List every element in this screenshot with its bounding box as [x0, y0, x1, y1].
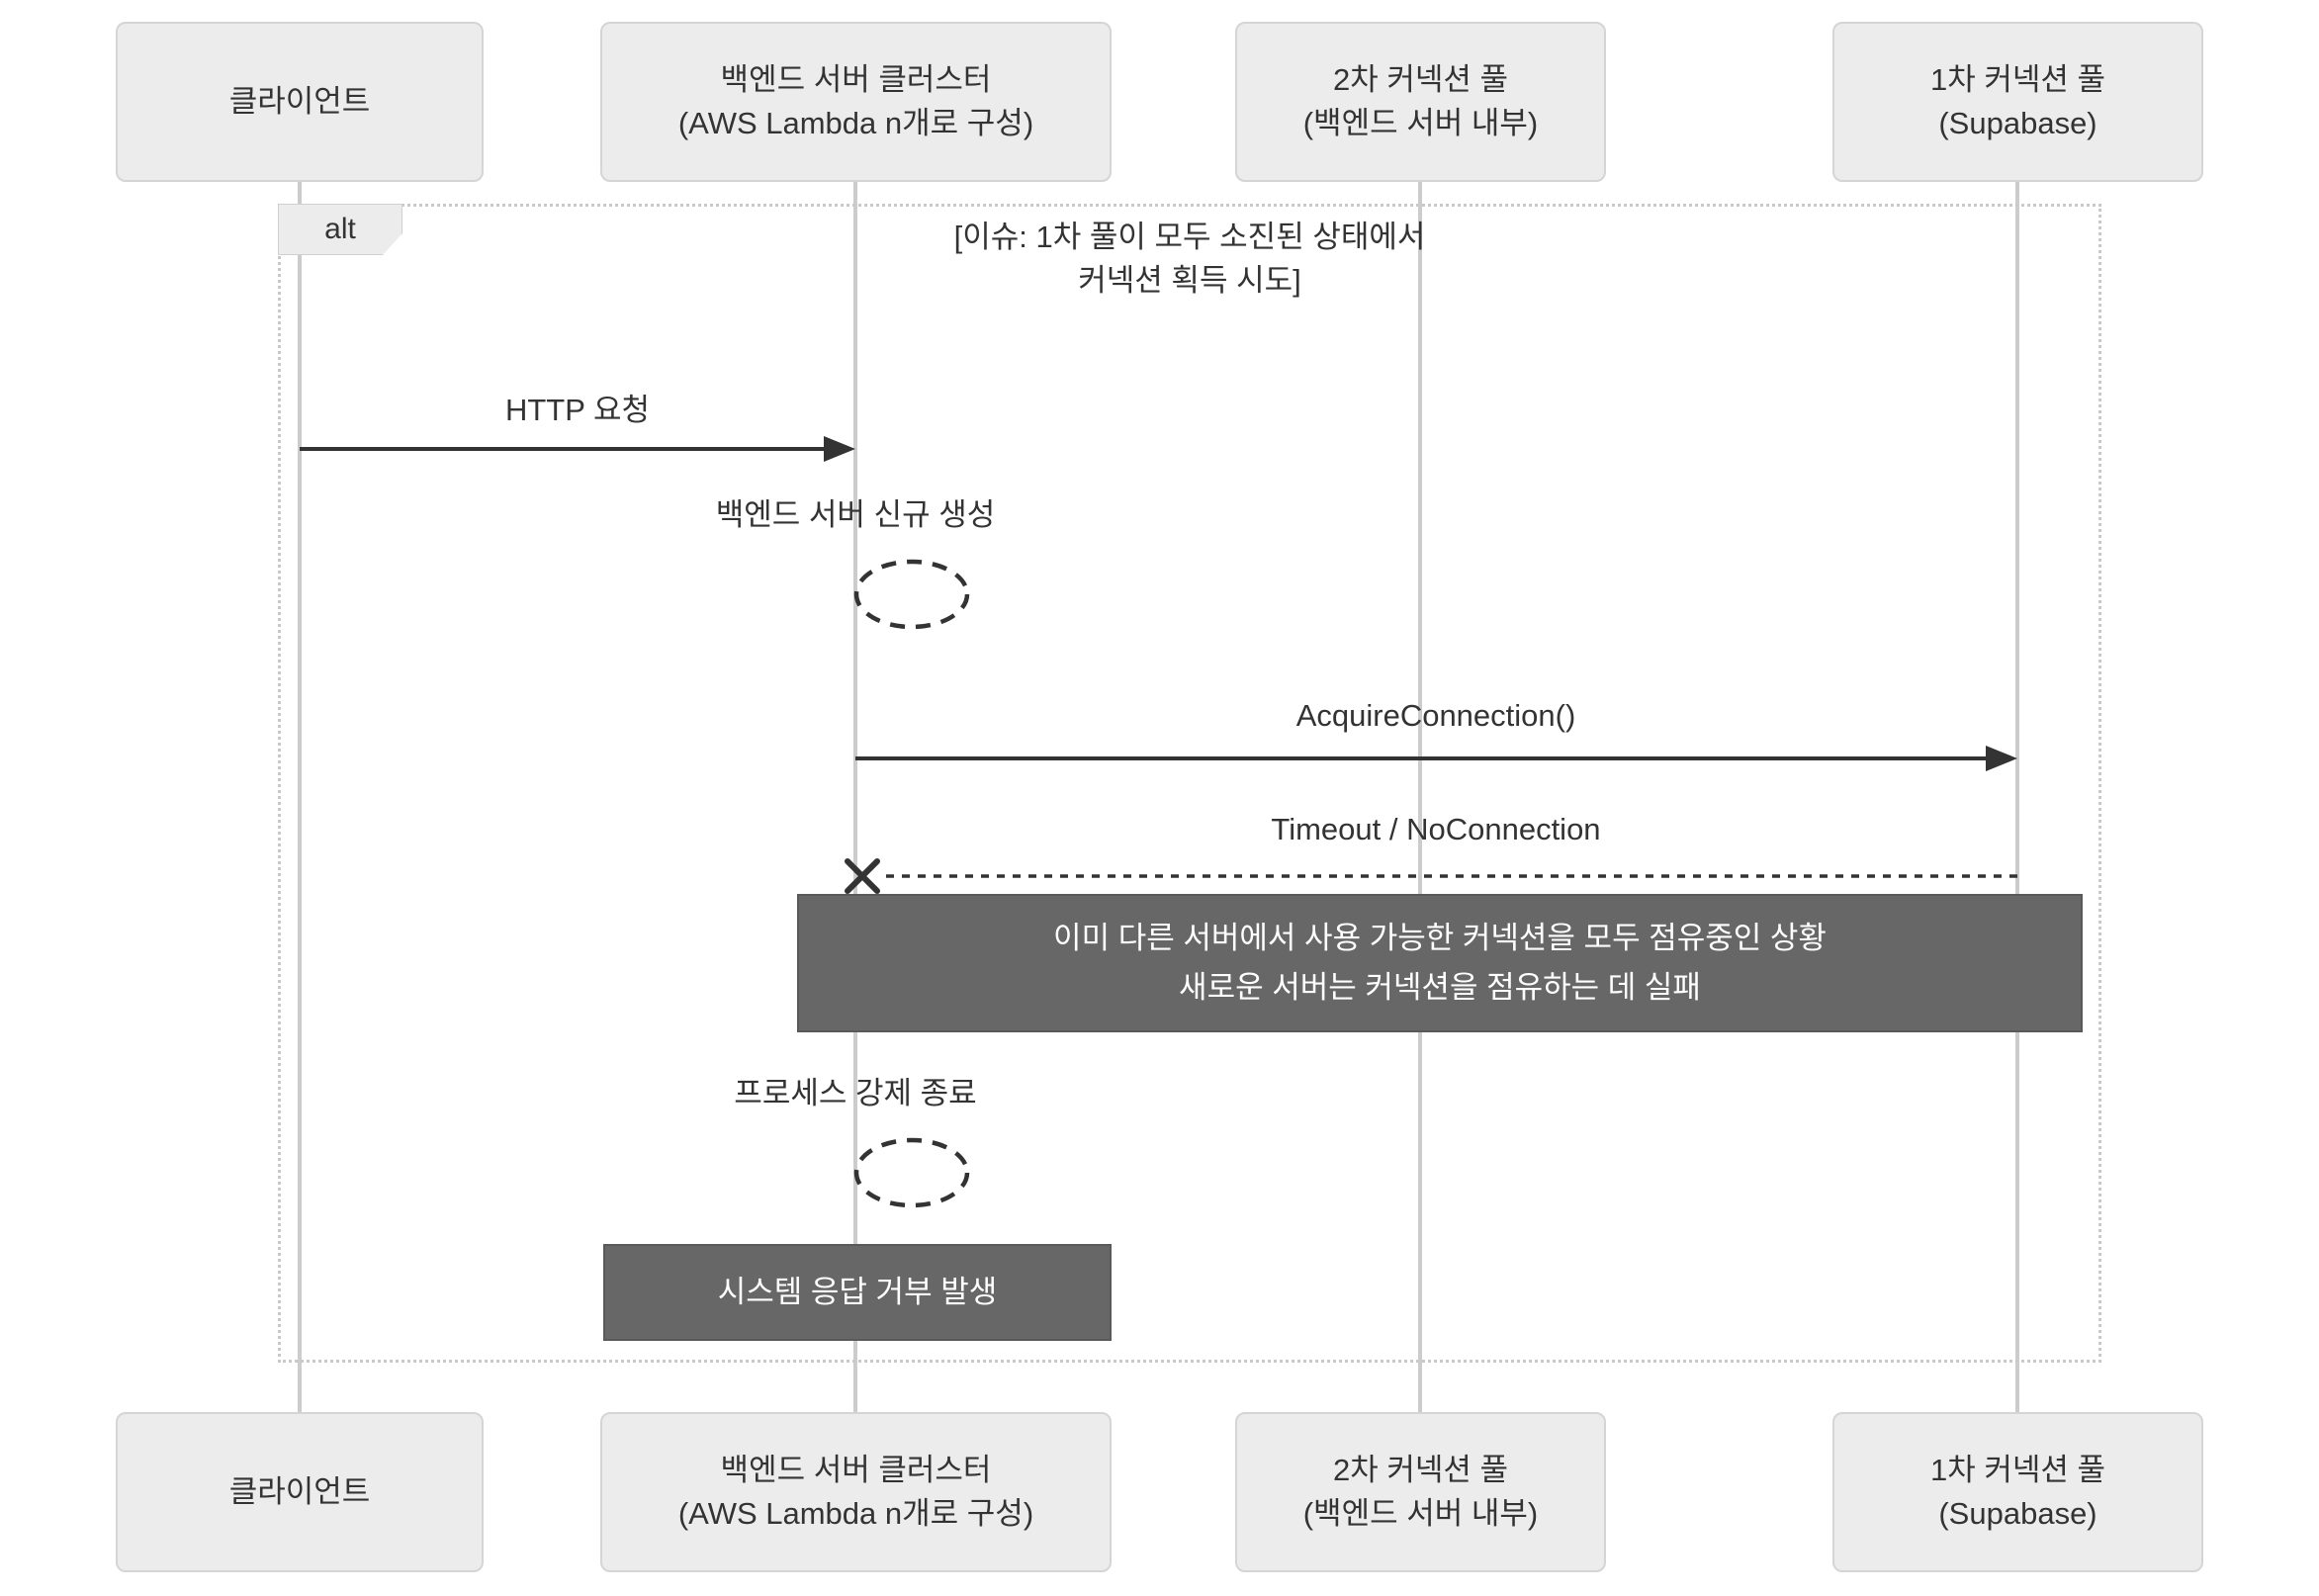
- server-spawn-self-loop: [853, 559, 970, 630]
- process-kill-label: 프로세스 강제 종료: [734, 1076, 977, 1110]
- note-system-refusal-text: 시스템 응답 거부 발생: [717, 1275, 998, 1309]
- alt-condition-line-1: [이슈: 1차 풀이 모두 소진된 상태에서: [953, 220, 1426, 254]
- participant-backend-cluster-sub: (AWS Lambda n개로 구성): [677, 1496, 1034, 1531]
- participant-backend-cluster-top: 백엔드 서버 클러스터 (AWS Lambda n개로 구성): [600, 22, 1112, 182]
- alt-frame-label-text: alt: [324, 213, 356, 245]
- participant-secondary-pool-top: 2차 커넥션 풀 (백엔드 서버 내부): [1235, 22, 1606, 182]
- http-request-label: HTTP 요청: [504, 393, 651, 427]
- participant-primary-pool-top: 1차 커넥션 풀 (Supabase): [1832, 22, 2203, 182]
- participant-primary-pool-sub: (Supabase): [1938, 106, 2097, 140]
- participant-primary-pool-bottom: 1차 커넥션 풀 (Supabase): [1832, 1412, 2203, 1572]
- participant-client-name: 클라이언트: [228, 84, 371, 119]
- process-kill-self-loop: [853, 1137, 970, 1208]
- participant-secondary-pool-name: 2차 커넥션 풀: [1332, 1453, 1509, 1487]
- alt-condition: [이슈: 1차 풀이 모두 소진된 상태에서 커넥션 획득 시도]: [278, 216, 2101, 303]
- note-connections-occupied-line-2: 새로운 서버는 커넥션을 점유하는 데 실패: [1179, 970, 1701, 1005]
- participant-secondary-pool-bottom: 2차 커넥션 풀 (백엔드 서버 내부): [1235, 1412, 1606, 1572]
- participant-primary-pool-name: 1차 커넥션 풀: [1929, 1453, 2106, 1487]
- participant-client-top: 클라이언트: [116, 22, 484, 182]
- participant-client-bottom: 클라이언트: [116, 1412, 484, 1572]
- participant-backend-cluster-sub: (AWS Lambda n개로 구성): [677, 106, 1034, 140]
- participant-secondary-pool-sub: (백엔드 서버 내부): [1302, 106, 1539, 140]
- http-request-arrowhead: [824, 436, 855, 462]
- note-connections-occupied: 이미 다른 서버에서 사용 가능한 커넥션을 모두 점유중인 상황 새로운 서버…: [797, 894, 2083, 1032]
- participant-primary-pool-name: 1차 커넥션 풀: [1929, 62, 2106, 97]
- timeout-label: Timeout / NoConnection: [1271, 812, 1601, 846]
- participant-primary-pool-sub: (Supabase): [1938, 1496, 2097, 1531]
- participant-secondary-pool-sub: (백엔드 서버 내부): [1302, 1496, 1539, 1531]
- participant-client-name: 클라이언트: [228, 1474, 371, 1509]
- participant-backend-cluster-name: 백엔드 서버 클러스터: [720, 62, 992, 97]
- server-spawn-label: 백엔드 서버 신규 생성: [715, 497, 996, 532]
- acquire-connection-label: AcquireConnection(): [1295, 698, 1576, 733]
- note-connections-occupied-line-1: 이미 다른 서버에서 사용 가능한 커넥션을 모두 점유중인 상황: [1053, 921, 1827, 955]
- note-system-refusal: 시스템 응답 거부 발생: [603, 1244, 1112, 1341]
- participant-backend-cluster-bottom: 백엔드 서버 클러스터 (AWS Lambda n개로 구성): [600, 1412, 1112, 1572]
- participant-backend-cluster-name: 백엔드 서버 클러스터: [720, 1453, 992, 1487]
- lost-message-x-stroke-2: [845, 858, 880, 894]
- acquire-connection-arrowhead: [1986, 746, 2017, 771]
- alt-condition-line-2: 커넥션 획득 시도]: [1078, 263, 1301, 298]
- alt-frame-label: alt: [278, 204, 402, 255]
- participant-secondary-pool-name: 2차 커넥션 풀: [1332, 62, 1509, 97]
- alt-frame: [278, 204, 2101, 1363]
